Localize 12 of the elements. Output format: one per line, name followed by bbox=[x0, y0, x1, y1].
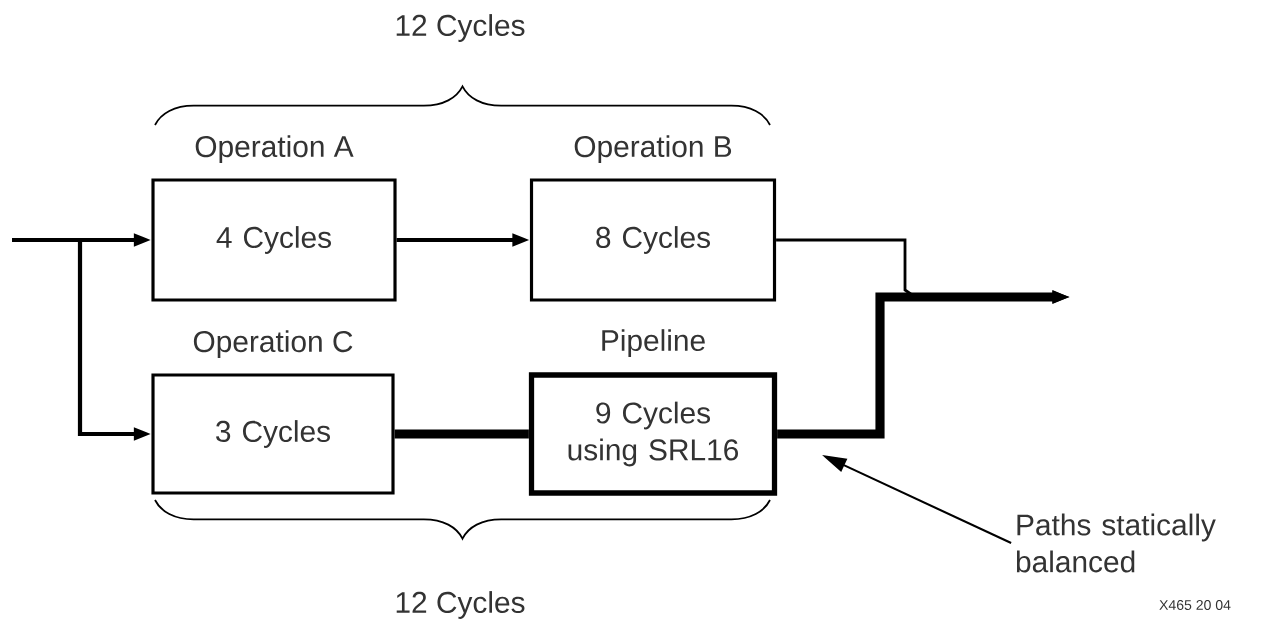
box-heading: Operation B bbox=[574, 135, 732, 164]
cycle-count: 12 Cycles bbox=[396, 591, 525, 619]
figure-number: X465 20 04 bbox=[1159, 600, 1231, 610]
box-heading: Pipeline bbox=[602, 329, 705, 357]
process-box: 9 Cycles using SRL16 bbox=[528, 372, 778, 496]
process-box: 4 Cycles bbox=[151, 178, 397, 302]
cycle-count: 12 Cycles bbox=[396, 14, 525, 42]
box-heading: Operation A bbox=[195, 135, 354, 164]
box-heading: Operation C bbox=[193, 330, 353, 359]
process-box: 8 Cycles bbox=[529, 178, 777, 302]
note-text: Paths statically balanced bbox=[1016, 513, 1216, 573]
process-box: 3 Cycles bbox=[151, 373, 395, 495]
